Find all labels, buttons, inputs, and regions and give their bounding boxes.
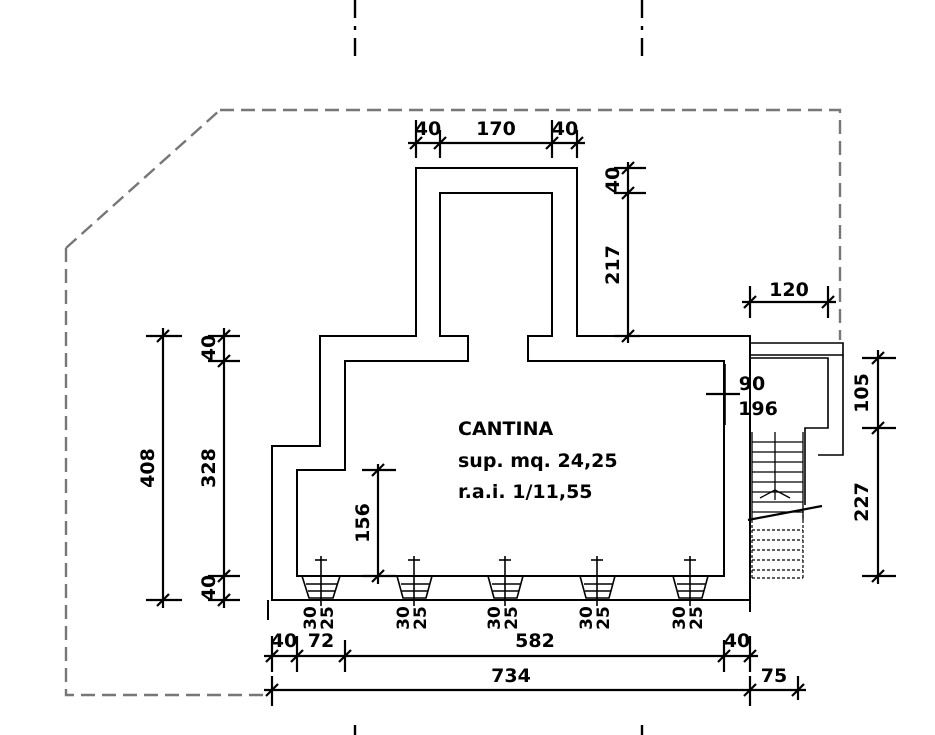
window-1-dim-a: 30: [301, 606, 321, 630]
stair-steps: [747, 432, 823, 579]
dim-left-inner: 328: [198, 448, 220, 488]
dim-door-h: 196: [738, 398, 778, 420]
dim-bottom-wall-left: 40: [271, 630, 297, 652]
dim-right-upper: 105: [851, 373, 873, 413]
window-2-dim-b: 25: [411, 606, 431, 630]
window-3-dim-a: 30: [485, 606, 505, 630]
dim-top-left-wall: 40: [415, 118, 441, 140]
window-3: [486, 556, 525, 606]
dim-left-wall-top: 40: [198, 335, 220, 361]
dim-left-wall-bottom: 40: [198, 575, 220, 601]
dim-bottom-total: 734: [491, 665, 531, 687]
window-4-dim-b: 25: [594, 606, 614, 630]
dim-top-right-wall: 40: [552, 118, 578, 140]
room-surface: sup. mq. 24,25: [458, 450, 618, 472]
window-4: [578, 556, 617, 606]
window-4-dim-a: 30: [577, 606, 597, 630]
dim-top-opening: 170: [476, 118, 516, 140]
bottom-windows: [300, 556, 710, 606]
window-3-dim-b: 25: [502, 606, 522, 630]
dim-bottom-75: 75: [761, 665, 787, 687]
axis-lines: [353, 0, 644, 735]
window-1: [300, 556, 342, 606]
dimension-lines: [146, 120, 896, 706]
dim-bottom-582: 582: [515, 630, 555, 652]
inner-wall: [296, 192, 725, 577]
window-5: [671, 556, 710, 606]
room-name: CANTINA: [458, 418, 553, 440]
dim-bottom-72: 72: [308, 630, 334, 652]
window-1-dim-b: 25: [318, 606, 338, 630]
dim-corridor-depth: 217: [602, 245, 624, 285]
dimension-labels: 40 170 40 40 217 120 90 196 105 227 408 …: [137, 118, 873, 687]
dim-bottom-wall-right: 40: [724, 630, 750, 652]
room-label: CANTINA sup. mq. 24,25 r.a.i. 1/11,55: [458, 418, 618, 503]
outer-wall: [271, 167, 751, 601]
stair-structure: [706, 342, 844, 505]
base-slab: [267, 600, 751, 620]
dim-door-w: 90: [739, 373, 765, 395]
dim-right-ext: 120: [769, 279, 809, 301]
window-5-dim-a: 30: [670, 606, 690, 630]
dim-right-lower: 227: [851, 482, 873, 522]
dim-left-total: 408: [137, 448, 159, 488]
room-rai: r.a.i. 1/11,55: [458, 481, 593, 503]
property-boundary: [64, 108, 842, 697]
dim-right-wall-top: 40: [602, 167, 624, 193]
window-5-dim-b: 25: [687, 606, 707, 630]
window-2-dim-a: 30: [394, 606, 414, 630]
dim-inner-height: 156: [352, 503, 374, 543]
window-2: [395, 556, 434, 606]
